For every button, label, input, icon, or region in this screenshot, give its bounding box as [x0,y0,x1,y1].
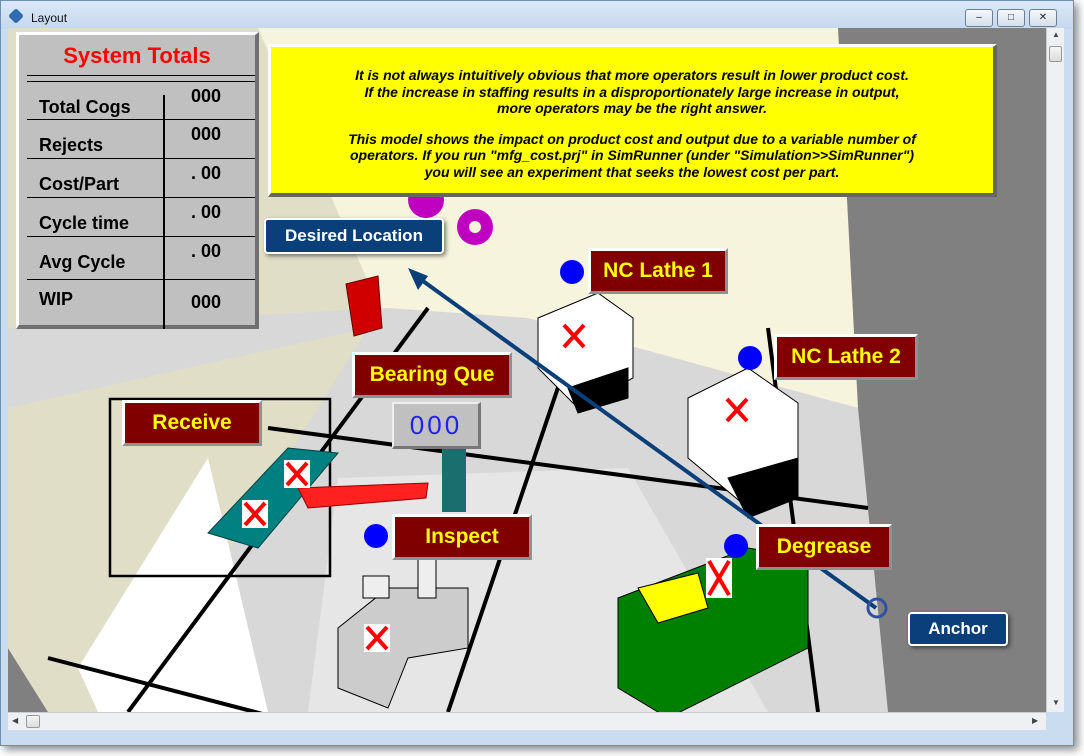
inspect-station [337,557,469,709]
label-receive[interactable]: Receive [122,400,262,446]
info-note: It is not always intuitively obvious tha… [268,44,997,197]
degrease-machine [617,547,809,712]
row-value: 000 [190,292,222,312]
note-line: If the increase in staffing results in a… [364,83,900,100]
operator-icon [442,438,466,512]
red-conveyor-icon [297,482,429,509]
totals-row: Avg Cycle . 00 [27,236,255,275]
row-value: 000 [190,86,222,106]
status-dot [560,260,584,284]
note-line: This model shows the impact on product c… [348,130,916,147]
cabinet-icon [345,275,383,337]
label-inspect[interactable]: Inspect [392,514,532,560]
scroll-left-icon[interactable]: ◀ [12,716,19,725]
label-degrease[interactable]: Degrease [756,524,892,570]
row-label: Cycle time [39,213,130,233]
blocked-marker-icons [242,322,750,652]
row-label: WIP [39,289,73,309]
totals-row: Cycle time . 00 [27,197,255,236]
system-totals-title: System Totals [63,43,211,68]
totals-row: Rejects 000 [27,119,255,158]
system-totals-panel: System Totals Total Cogs 000 Rejects 000 C… [16,32,259,329]
status-dot [364,524,388,548]
scroll-right-icon[interactable]: ▶ [1032,716,1039,725]
maximize-button[interactable]: □ [997,9,1025,27]
arrowhead-icon [408,268,428,290]
bearing-que-counter: 000 [392,402,481,449]
row-value: 000 [190,124,222,144]
layout-canvas[interactable]: System Totals Total Cogs 000 Rejects 000 C… [8,28,1046,712]
scroll-down-icon[interactable]: ▼ [1052,698,1060,707]
row-label: Rejects [39,135,104,155]
anchor-handle[interactable] [866,597,888,619]
row-value: . 00 [190,202,222,222]
totals-row: Cost/Part . 00 [27,158,255,197]
totals-row: Total Cogs 000 [27,81,255,120]
desired-location-callout[interactable]: Desired Location [264,218,444,254]
note-line: It is not always intuitively obvious tha… [355,67,909,83]
label-nc-lathe-2[interactable]: NC Lathe 2 [774,334,918,380]
window-title: Layout [31,11,68,25]
row-value: . 00 [190,163,222,183]
scroll-up-icon[interactable]: ▲ [1052,30,1060,39]
label-nc-lathe-1[interactable]: NC Lathe 1 [588,248,728,294]
status-dot [724,534,748,558]
anchor-callout[interactable]: Anchor [908,612,1008,646]
app-icon [8,8,24,24]
row-label: Total Cogs [39,97,131,117]
vertical-scrollbar[interactable]: ▲ ▼ [1046,28,1064,712]
note-line: operators. If you run "mfg_cost.prj" in … [349,147,915,163]
close-button[interactable]: ✕ [1029,9,1057,27]
row-label: Cost/Part [39,174,120,194]
divider [27,75,255,80]
status-dot [738,346,762,370]
lathe-2-machine [687,367,799,519]
horizontal-scrollbar[interactable]: ◀ ▶ [8,712,1046,730]
label-bearing-que[interactable]: Bearing Que [352,352,512,398]
row-label: Avg Cycle [39,252,126,272]
divider [163,95,165,329]
horizontal-scroll-thumb[interactable] [26,715,40,728]
note-line: you will see an experiment that seeks th… [424,163,840,180]
note-line: more operators may be the right answer. [497,100,767,116]
vertical-scroll-thumb[interactable] [1049,46,1062,62]
title-bar: Layout – □ ✕ [1,1,1073,29]
minimize-button[interactable]: – [965,9,993,27]
row-value: . 00 [190,241,222,261]
totals-row: WIP 000 [27,279,255,324]
